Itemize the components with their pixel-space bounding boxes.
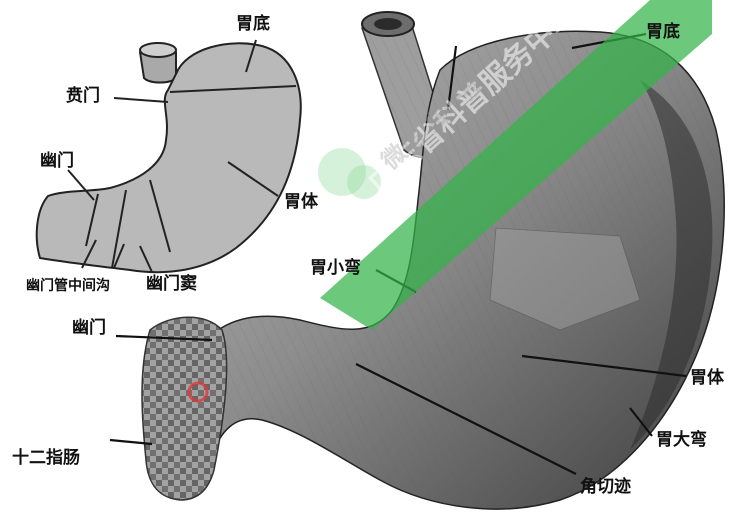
- label-main-fundus: 胃底: [646, 24, 680, 41]
- label-inset-fundus: 胃底: [236, 16, 270, 33]
- label-main-lesser-curvature: 胃小弯: [310, 260, 361, 277]
- label-main-angular-notch: 角切迹: [580, 479, 631, 496]
- label-inset-body: 胃体: [284, 194, 318, 211]
- label-main-pylorus: 幽门: [72, 320, 106, 337]
- label-main-body: 胃体: [690, 370, 724, 387]
- label-main-greater-curvature: 胃大弯: [656, 432, 707, 449]
- label-inset-antrum: 幽门窦: [146, 276, 197, 293]
- label-main-duodenum: 十二指肠: [12, 450, 80, 467]
- label-inset-cardia: 贲门: [66, 88, 100, 105]
- label-inset-pylorus: 幽门: [40, 153, 74, 170]
- label-inset-pyloric-canal-groove: 幽门管中间沟: [26, 279, 110, 293]
- inset-stomach: [37, 40, 301, 272]
